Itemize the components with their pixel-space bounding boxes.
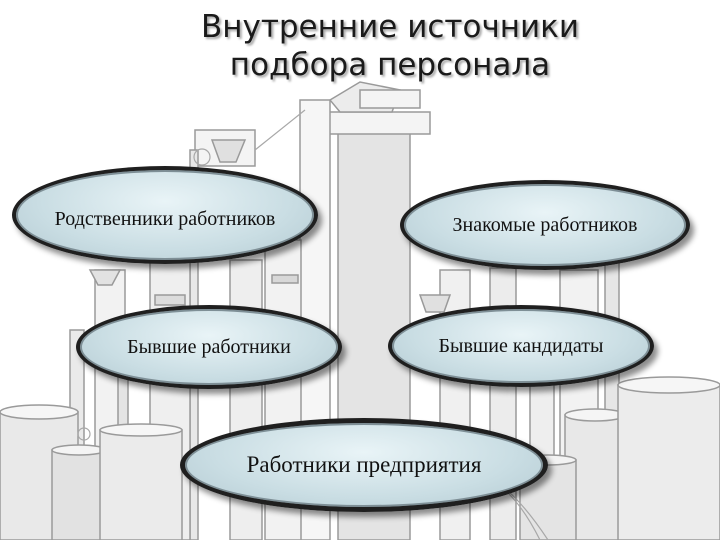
oval-former-employees: Бывшие работники — [76, 305, 342, 389]
page-title: Внутренние источники подбора персонала — [150, 8, 630, 84]
oval-relatives: Родственники работников — [12, 166, 318, 264]
oval-acquaintances-label: Знакомые работников — [452, 213, 638, 236]
oval-relatives-label: Родственники работников — [54, 208, 276, 230]
oval-acquaintances: Знакомые работников — [400, 180, 690, 270]
oval-employees: Работники предприятия — [180, 418, 548, 512]
oval-former-employees-label: Бывшие работники — [127, 335, 291, 358]
oval-employees-label: Работники предприятия — [246, 452, 482, 477]
oval-former-candidates: Бывшие кандидаты — [388, 305, 654, 387]
oval-former-candidates-label: Бывшие кандидаты — [438, 334, 604, 357]
title-line-1: Внутренние источники — [200, 9, 580, 45]
title-line-2: подбора персонала — [229, 47, 551, 83]
